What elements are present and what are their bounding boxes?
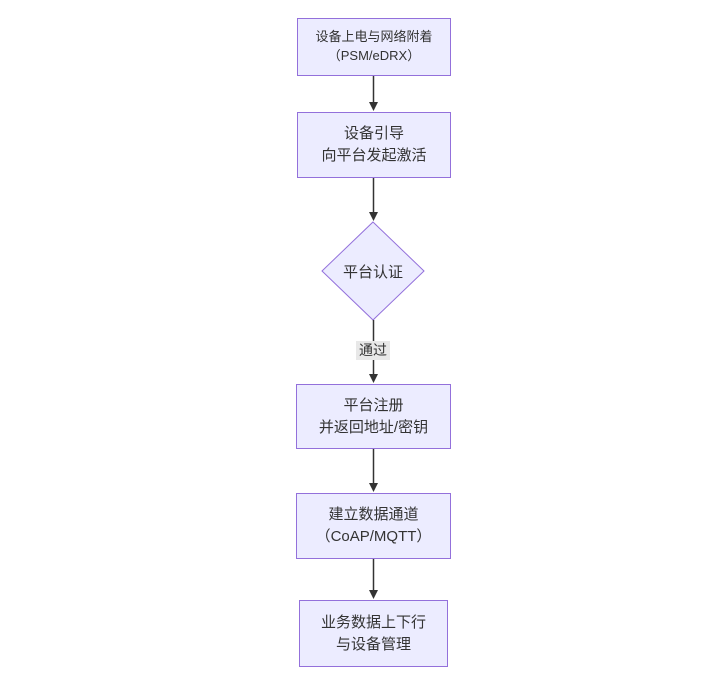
node-power-attach-line1: 设备上电与网络附着 <box>315 29 433 45</box>
node-data-channel-line2: （CoAP/MQTT） <box>315 528 432 545</box>
node-platform-register-line1: 平台注册 <box>343 396 404 414</box>
arrowhead-channel-business <box>369 590 378 599</box>
node-business-data-line1: 业务数据上下行 <box>320 613 426 631</box>
node-bootstrap-line2: 向平台发起激活 <box>321 147 427 164</box>
node-bootstrap-line1: 设备引导 <box>343 125 404 143</box>
arrowhead-register-channel <box>369 483 378 492</box>
node-data-channel-line1: 建立数据通道 <box>328 506 419 524</box>
node-platform-auth: 平台认证 <box>322 222 424 320</box>
node-bootstrap: 设备引导 向平台发起激活 <box>297 112 451 178</box>
arrowhead-auth-register <box>369 374 378 383</box>
node-business-data-line2: 与设备管理 <box>335 635 411 653</box>
arrowhead-power-bootstrap <box>369 102 378 111</box>
node-platform-register: 平台注册 并返回地址/密钥 <box>296 384 451 449</box>
arrowhead-bootstrap-auth <box>369 212 378 221</box>
node-business-data: 业务数据上下行 与设备管理 <box>299 600 448 667</box>
edge-label-pass: 通过 <box>356 341 390 360</box>
node-power-attach-line2: （PSM/eDRX） <box>327 48 421 63</box>
node-data-channel: 建立数据通道 （CoAP/MQTT） <box>296 493 451 559</box>
node-platform-auth-label: 平台认证 <box>342 263 403 281</box>
node-power-attach: 设备上电与网络附着 （PSM/eDRX） <box>297 18 451 76</box>
node-platform-register-line2: 并返回地址/密钥 <box>318 418 429 436</box>
